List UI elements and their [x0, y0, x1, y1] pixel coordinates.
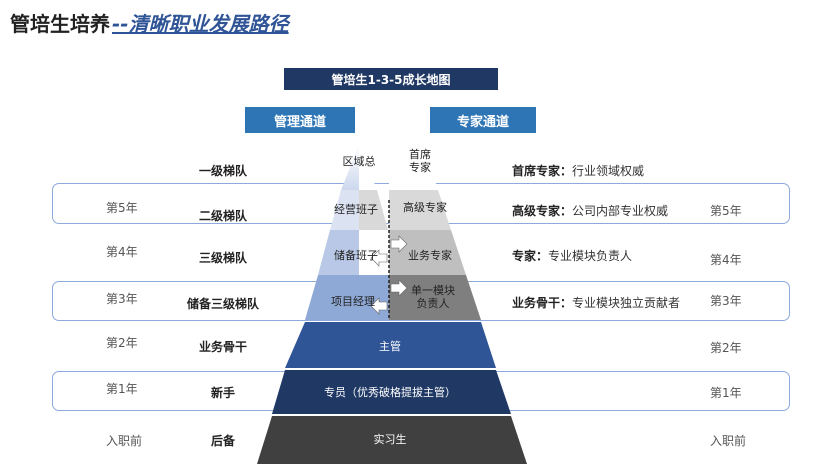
level-tier-3: 三级梯队 — [198, 251, 247, 265]
desc-role: 高级专家： — [512, 204, 573, 218]
desc-text: 行业领域权威 — [572, 164, 645, 178]
year-left-1: 第1年 — [106, 382, 138, 396]
desc-role: 首席专家： — [512, 164, 573, 178]
desc-tier-2: 高级专家：公司内部专业权威 — [512, 202, 668, 219]
level-tier-1: 一级梯队 — [198, 164, 247, 178]
year-left-2: 第2年 — [106, 336, 138, 350]
tier-senior-expert — [359, 190, 388, 230]
label-reserve-team: 储备班子 — [334, 249, 378, 262]
tier-supervisor — [285, 322, 496, 368]
tier-intern — [257, 416, 527, 464]
label-supervisor: 主管 — [379, 340, 401, 353]
year-left-pre: 入职前 — [106, 434, 143, 448]
level-reserve: 后备 — [210, 434, 235, 448]
level-reserve-tier-3: 储备三级梯队 — [186, 297, 259, 311]
label-senior-expert: 高级专家 — [403, 201, 447, 214]
year-left-3: 第3年 — [106, 292, 138, 306]
year-left-5: 第5年 — [106, 201, 138, 215]
desc-reserve-tier-3: 业务骨干：专业模块独立贡献者 — [512, 294, 680, 311]
level-tier-2: 二级梯队 — [198, 209, 247, 223]
year-right-4: 第4年 — [710, 253, 742, 267]
page-title-main: 管培生培养 — [10, 12, 110, 36]
desc-tier-3: 专家：专业模块负责人 — [512, 247, 632, 264]
management-channel-button[interactable]: 管理通道 — [245, 107, 355, 133]
desc-role: 业务骨干： — [512, 296, 573, 310]
tier-chief-expert-fill — [389, 145, 438, 190]
label-business-expert: 业务专家 — [408, 249, 452, 262]
tier-operating-team — [330, 190, 359, 230]
label-regional-head: 区域总 — [342, 155, 376, 168]
year-right-1: 第1年 — [710, 386, 742, 400]
label-specialist: 专员（优秀破格提拔主管） — [324, 386, 456, 399]
desc-text: 公司内部专业权威 — [572, 204, 669, 218]
label-module-owner: 单一模块 负责人 — [411, 284, 455, 310]
tier-module-owner — [389, 275, 481, 320]
page-subtitle: --清晰职业发展路径 — [112, 12, 289, 36]
level-novice: 新手 — [210, 386, 235, 400]
desc-text: 专业模块负责人 — [548, 249, 633, 263]
level-backbone: 业务骨干 — [198, 340, 247, 354]
map-title-banner: 管培生1-3-5成长地图 — [284, 68, 498, 90]
transfer-arrow-right-1 — [390, 235, 408, 253]
label-chief-expert: 首席 专家 — [409, 148, 431, 174]
tier-chief-expert — [359, 145, 377, 190]
tier-senior-expert-fill — [389, 190, 451, 230]
tier-business-expert-fill — [389, 230, 466, 275]
label-operating-team: 经营班子 — [334, 203, 378, 216]
label-project-manager: 项目经理 — [331, 295, 375, 308]
transfer-arrow-left-1 — [370, 249, 388, 267]
tier-reserve-team — [318, 230, 359, 275]
tier-regional-head — [341, 145, 359, 190]
tier-project-manager — [305, 275, 389, 320]
page-title: 管培生培养--清晰职业发展路径 — [10, 8, 289, 37]
year-right-5: 第5年 — [710, 204, 742, 218]
year-left-4: 第4年 — [106, 245, 138, 259]
desc-role: 专家： — [512, 249, 549, 263]
transfer-arrow-left-2 — [370, 297, 388, 315]
year-right-pre: 入职前 — [710, 434, 747, 448]
desc-tier-1: 首席专家：行业领域权威 — [512, 162, 644, 179]
year-right-2: 第2年 — [710, 341, 742, 355]
tier-specialist — [272, 370, 511, 414]
desc-text: 专业模块独立贡献者 — [572, 296, 681, 310]
transfer-arrow-right-2 — [390, 279, 408, 297]
expert-channel-button[interactable]: 专家通道 — [430, 107, 536, 133]
label-intern: 实习生 — [373, 433, 407, 446]
year-right-3: 第3年 — [710, 294, 742, 308]
